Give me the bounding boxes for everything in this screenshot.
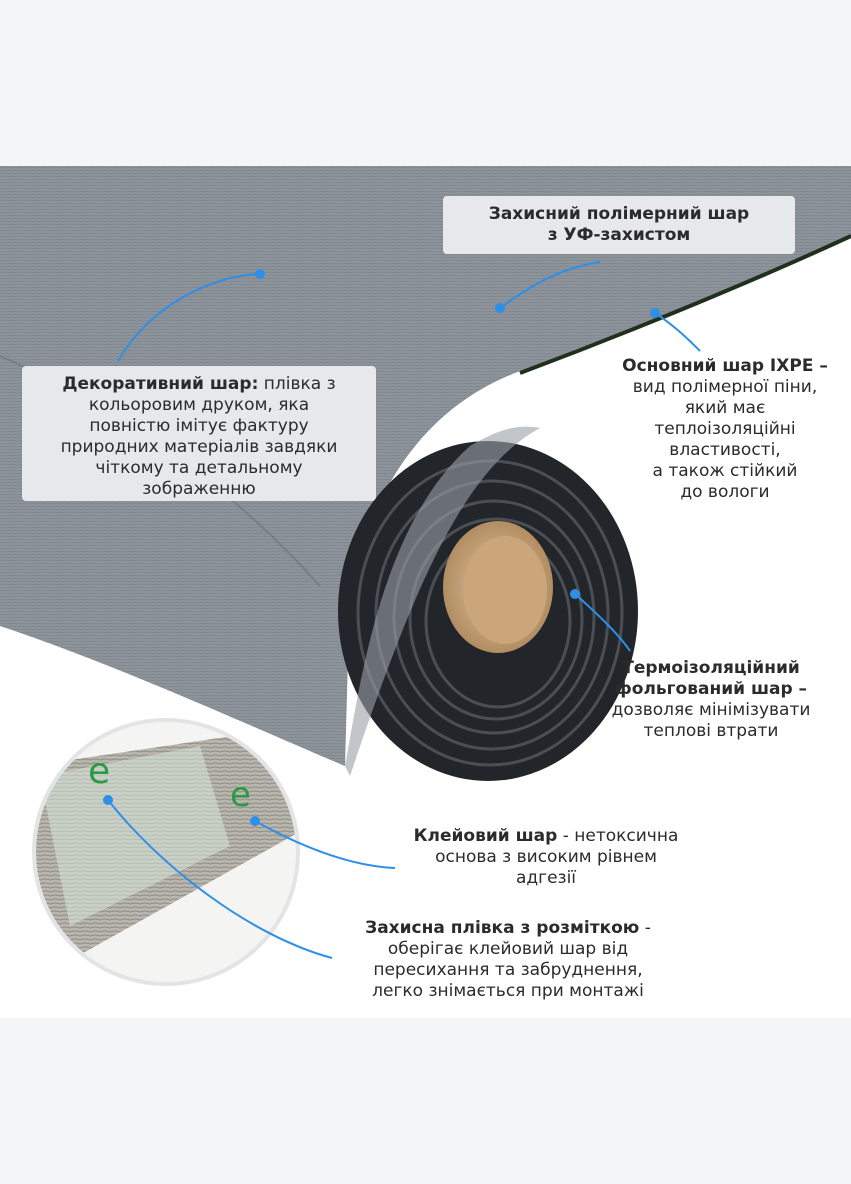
release-film-title: Захисна плівка з розміткою — [365, 918, 640, 938]
ixpe-layer-line3: який має — [684, 398, 766, 418]
release-film-text1: - — [639, 918, 651, 938]
thermal-layer-title1: Термоізоляційний — [622, 658, 800, 678]
release-film-line3: пересихання та забруднення, — [373, 960, 643, 980]
roll-illustration: e e — [0, 166, 851, 986]
decorative-layer-line2: кольоровим друком, яка — [88, 395, 310, 415]
decorative-layer-text1: плівка з — [258, 374, 336, 394]
svg-text:e: e — [88, 751, 110, 792]
decorative-layer-line4: природних матеріалів завдяки — [60, 437, 338, 457]
decorative-layer-box — [22, 366, 376, 501]
inset-detail: e e — [32, 718, 300, 986]
thermal-layer-line3: дозволяє мінімізувати — [611, 700, 811, 720]
ixpe-layer-line5: властивості, — [669, 440, 781, 460]
decorative-sheet — [0, 166, 851, 766]
decorative-layer-label: Декоративний шар: плівка з кольоровим др… — [22, 374, 376, 500]
protective-layer-line1: Захисний полімерний шар — [488, 204, 750, 224]
pointer-dots — [103, 269, 660, 826]
ixpe-edge — [519, 234, 851, 375]
ixpe-layer-title: Основний шар IXPE – — [622, 356, 828, 376]
adhesive-layer-line2: основа з високим рівнем — [435, 847, 657, 867]
thermal-layer-title2: фольгований шар – — [614, 679, 808, 699]
thermal-layer-label: Термоізоляційний фольгований шар – дозво… — [588, 658, 834, 742]
decorative-layer-line6: зображенню — [142, 479, 256, 499]
decorative-layer-title: Декоративний шар: — [62, 374, 259, 394]
decorative-layer-line5: чіткому та детальному — [95, 458, 303, 478]
protective-layer-box — [443, 196, 795, 254]
svg-text:e: e — [230, 775, 251, 815]
adhesive-layer-label: Клейовий шар - нетоксична основа з висок… — [396, 826, 696, 889]
ixpe-layer-line6: а також стійкий — [652, 461, 798, 481]
product-photo: e e — [0, 166, 851, 1018]
adhesive-layer-line3: адгезії — [515, 868, 577, 888]
release-film-label: Захисна плівка з розміткою - оберігає кл… — [340, 918, 676, 1002]
ixpe-layer-label: Основний шар IXPE – вид полімерної піни,… — [612, 356, 838, 503]
pointer-lines — [107, 261, 701, 959]
protective-layer-label: Захисний полімерний шар з УФ-захистом — [443, 204, 795, 246]
release-film-line4: легко знімається при монтажі — [372, 981, 644, 1001]
protective-layer-line2: з УФ-захистом — [547, 225, 691, 245]
ixpe-layer-line2: вид полімерної піни, — [632, 377, 818, 397]
ixpe-layer-line7: до вологи — [680, 482, 770, 502]
ixpe-layer-line4: теплоізоляційні — [654, 419, 796, 439]
thermal-layer-line4: теплові втрати — [643, 721, 779, 741]
release-film-line2: оберігає клейовий шар від — [387, 939, 629, 959]
adhesive-layer-text1: - нетоксична — [557, 826, 679, 846]
decorative-layer-line3: повністю імітує фактуру — [89, 416, 309, 436]
adhesive-layer-title: Клейовий шар — [413, 826, 558, 846]
